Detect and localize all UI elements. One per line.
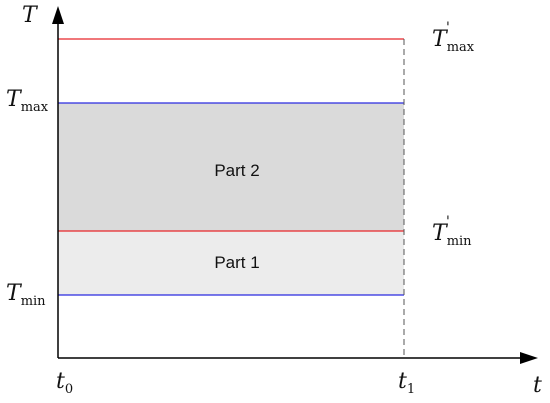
tmin-label: Tmin [6, 281, 46, 309]
x-axis-symbol: t [533, 373, 542, 398]
part2-region [58, 103, 404, 231]
tmax-label: Tmax [6, 87, 49, 115]
y-axis-symbol: T [22, 3, 39, 28]
t0-label: t0 [56, 369, 73, 397]
tmin-prime-label: Tmin [432, 221, 472, 249]
tmin-prime-mark: ' [446, 214, 450, 230]
tmax-prime-mark: ' [446, 20, 450, 36]
t1-label: t1 [398, 369, 415, 397]
part1-label: Part 1 [214, 253, 259, 272]
tmax-prime-label: Tmax [432, 27, 475, 55]
part2-label: Part 2 [214, 161, 259, 180]
x-axis-arrowhead [520, 352, 538, 364]
y-axis-arrowhead [52, 6, 64, 24]
part1-region [58, 231, 404, 295]
